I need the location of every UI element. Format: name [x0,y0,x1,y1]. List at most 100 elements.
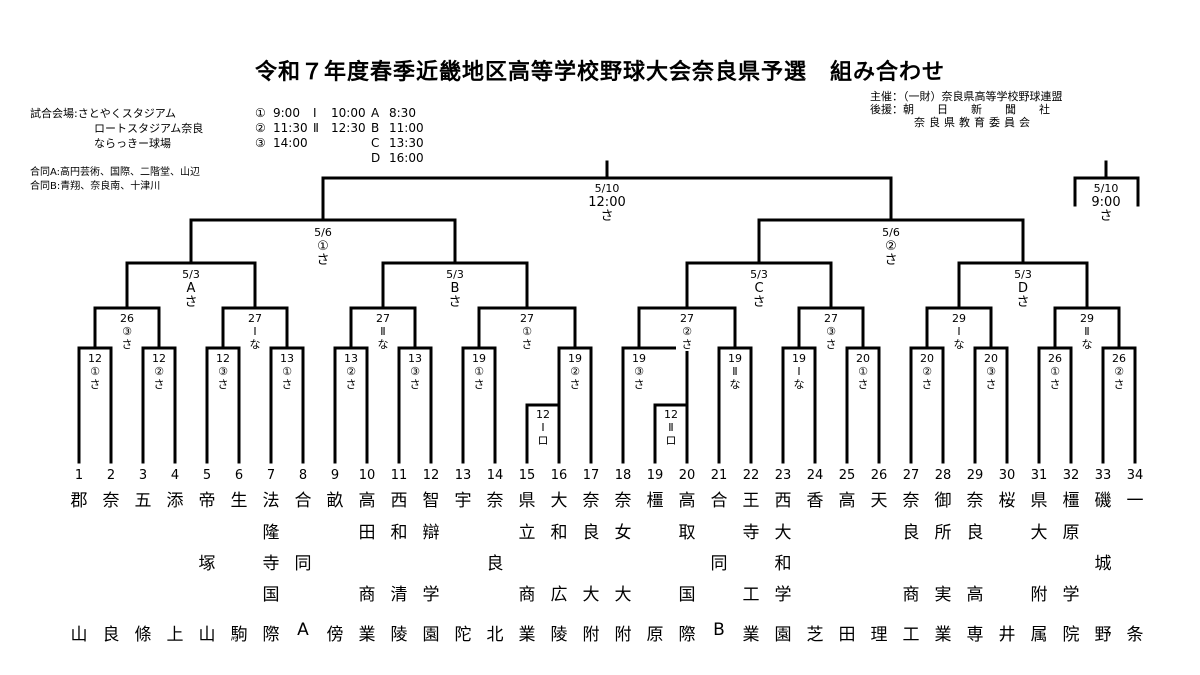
time-cell: B [371,121,380,135]
match-v: さ [884,253,898,268]
team-char: 学 [1062,585,1080,605]
match-v: さ [184,295,198,310]
team-char [99,549,123,580]
match-d: 19 [632,352,646,365]
team-char [67,549,91,580]
team-name: 橿原学院 [1059,484,1083,645]
match-s: ② [154,365,164,378]
match-d: 12 [152,352,166,365]
match-d: 20 [920,352,934,365]
match-v: さ [921,378,933,391]
team-char [707,580,731,611]
match-d: 20 [984,352,998,365]
team-char: 田 [838,625,856,645]
match-d: 19 [728,352,742,365]
time-cell: ③ [255,136,266,150]
team-char [835,549,859,580]
match-d: 13 [344,352,358,365]
team-char [227,580,251,611]
team-char: 同 [710,554,728,574]
venue-1: さとやくスタジアム [77,107,176,120]
seed-number: 26 [870,468,888,483]
team-char [227,518,251,549]
match-v: な [953,338,965,351]
match-d: 5/10 [594,182,620,195]
team-char: 和 [550,523,568,543]
match-v: ロ [665,434,677,447]
match-v: さ [1049,378,1061,391]
team-char [67,518,91,549]
time-cell: 12:30 [331,121,366,135]
team-char [291,518,315,549]
team-char [323,518,347,549]
team-char: 寺 [742,523,760,543]
team-char [355,549,379,580]
team-char: 附 [614,625,632,645]
team-char: 高 [966,585,984,605]
match-d: 12 [216,352,230,365]
team-char: 業 [742,625,760,645]
time-cell: ② [255,121,266,135]
time-cell: C [371,136,380,150]
team-char: 天 [870,491,888,511]
match-v: さ [316,253,330,268]
team-char: 城 [1094,554,1112,574]
team-char: 所 [934,523,952,543]
team-char: 高 [358,491,376,511]
match-s: ② [570,365,580,378]
team-char [323,580,347,611]
team-name: 奈良高専 [963,484,987,645]
team-char: 大 [550,491,568,511]
team-char: 業 [518,625,536,645]
team-char: 高 [838,491,856,511]
team-char [1027,549,1051,580]
seed-number: 19 [646,468,664,483]
team-char [803,518,827,549]
team-char: 一 [1126,491,1144,511]
venue-3: ならっきー球場 [94,137,171,150]
team-char [867,518,891,549]
team-char: 園 [422,625,440,645]
team-char: 畝 [326,491,344,511]
team-char: 国 [678,585,696,605]
match-v: さ [217,378,229,391]
team-char: B [713,620,725,640]
match-s: ① [474,365,484,378]
seed-number: 17 [582,468,600,483]
team-char: 大 [614,585,632,605]
team-char: 芝 [806,625,824,645]
team-name: 奈良 [99,484,123,645]
team-char: 橿 [646,491,664,511]
match-v: さ [89,378,101,391]
match-s: A [186,281,196,296]
match-s: 9:00 [1091,195,1121,210]
match-d: 26 [1048,352,1062,365]
team-name: 法隆寺国際 [259,484,283,645]
match-s: ② [346,365,356,378]
team-char [1123,518,1147,549]
team-char: 取 [678,523,696,543]
team-name: 生駒 [227,484,251,645]
team-char: 業 [934,625,952,645]
time-cell: 14:00 [273,136,308,150]
team-char: 磯 [1094,491,1112,511]
seed-number: 18 [614,468,632,483]
match-v: さ [473,378,485,391]
team-char: 山 [70,625,88,645]
team-char [995,518,1019,549]
match-s: ③ [634,365,644,378]
match-s: Ⅱ [1084,325,1090,338]
